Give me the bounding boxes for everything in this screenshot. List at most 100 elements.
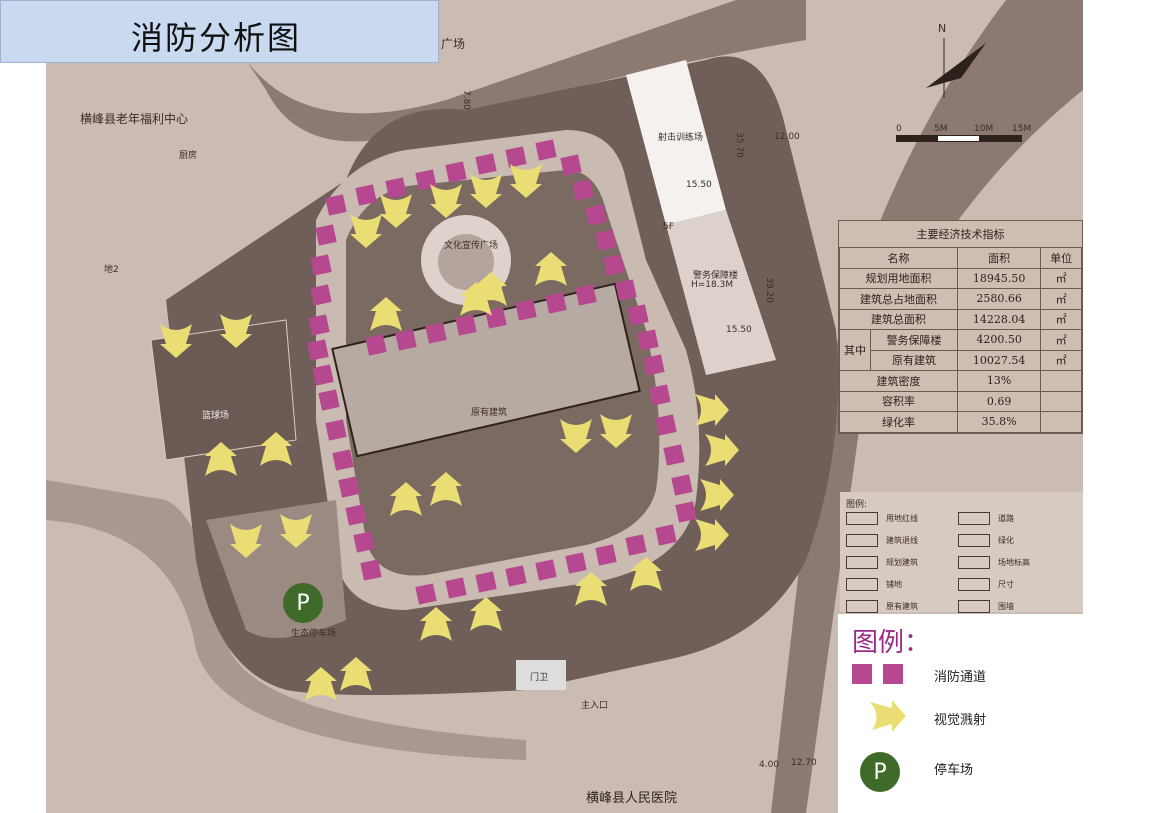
legend-item-label: 用地红线	[886, 514, 918, 523]
fire-lane-square	[425, 322, 447, 344]
shooting-range	[626, 60, 726, 225]
cell-value: 18945.50	[956, 267, 1042, 289]
fire-lane-square	[338, 476, 360, 498]
fire-lane-square	[315, 224, 337, 246]
legend-parking: P	[860, 752, 900, 792]
fire-lane-square	[445, 577, 467, 599]
fire-lane-square	[515, 299, 537, 321]
sight-arrow	[305, 667, 337, 701]
legend-sight-label: 视觉溅射	[934, 713, 987, 728]
legend-item: 围墙	[958, 600, 1014, 613]
header-area: 面积	[956, 247, 1042, 269]
plaza-center	[438, 234, 494, 290]
cell-name: 容积率	[839, 390, 958, 412]
cell-name: 绿化率	[839, 411, 958, 433]
cell-value: 10027.54	[956, 349, 1042, 371]
label-kitchen: 厨房	[179, 151, 198, 161]
drawing-legend-title: 图例:	[846, 500, 868, 510]
dim-5: 15.50	[726, 325, 752, 335]
north-road	[246, 0, 806, 142]
fire-lane-square	[655, 524, 677, 546]
cell-unit: ㎡	[1040, 349, 1082, 371]
sight-arrow	[420, 607, 452, 641]
label-plaza-top: 广场	[441, 37, 466, 51]
legend-item: 用地红线	[846, 512, 918, 525]
fire-lane-square	[345, 504, 367, 526]
legend-item-label: 场地标高	[998, 558, 1030, 567]
cell-value: 35.8%	[956, 411, 1042, 433]
cell-value: 14228.04	[956, 308, 1042, 330]
legend-item-label: 原有建筑	[886, 602, 918, 611]
southwest-road	[46, 480, 526, 760]
fire-lane-square	[572, 179, 594, 201]
fire-lane-square	[312, 364, 334, 386]
fire-lane-square	[395, 329, 417, 351]
sight-arrow	[470, 174, 502, 208]
fire-lane-square	[353, 531, 375, 553]
cell-value: 13%	[956, 370, 1042, 392]
cell-name: 规划用地面积	[839, 267, 958, 289]
cell-unit: ㎡	[1040, 267, 1082, 289]
sight-arrow	[535, 252, 567, 286]
sight-arrow	[560, 419, 592, 453]
cell-name: 建筑密度	[839, 370, 958, 392]
fire-lane-square	[627, 304, 649, 326]
label-hospital: 横峰县人民医院	[586, 791, 678, 806]
sight-arrow	[230, 524, 262, 558]
label-guard: 门卫	[530, 673, 549, 683]
legend-item-label: 尺寸	[998, 580, 1014, 589]
fire-lane-square-icon	[883, 664, 903, 684]
legend-item: 原有建筑	[846, 600, 918, 613]
sight-arrow	[370, 297, 402, 331]
title-banner: 消防分析图	[0, 0, 439, 63]
table-title: 主要经济技术指标	[839, 221, 1082, 248]
swatch-icon	[958, 512, 990, 525]
fire-lane-square	[655, 414, 677, 436]
legend-item: 绿化	[958, 534, 1014, 547]
cell-unit: ㎡	[1040, 308, 1082, 330]
scale-10: 10M	[974, 124, 994, 134]
label-main-entrance: 主入口	[581, 701, 609, 711]
dim-6: 12.00	[774, 132, 800, 142]
sight-arrow	[695, 519, 729, 551]
fire-lane-square	[385, 177, 407, 199]
legend-item: 尺寸	[958, 578, 1014, 591]
legend-item: 道路	[958, 512, 1014, 525]
fire-lane-square	[307, 339, 329, 361]
sight-arrow	[260, 432, 292, 466]
fire-lane-square	[535, 139, 557, 161]
legend-item-label: 绿化	[998, 536, 1014, 545]
legend-item: 铺地	[846, 578, 902, 591]
swatch-icon	[958, 578, 990, 591]
dim-7: 12.70	[791, 758, 817, 768]
legend-item: 场地标高	[958, 556, 1030, 569]
sight-arrow	[340, 657, 372, 691]
fire-lane-square	[663, 444, 685, 466]
dim-1: 7.80	[461, 89, 472, 111]
dim-2: 35.70	[733, 132, 744, 158]
cell-unit	[1040, 370, 1082, 392]
fire-lane-square	[603, 254, 625, 276]
fire-lane-square	[360, 559, 382, 581]
fire-lane-square-icon	[852, 664, 872, 684]
page-title: 消防分析图	[131, 19, 302, 57]
swatch-icon	[958, 556, 990, 569]
sight-arrow	[700, 479, 734, 511]
legend-item-label: 道路	[998, 514, 1014, 523]
sight-arrow-icon	[870, 700, 906, 732]
cell-value: 0.69	[956, 390, 1042, 412]
label-elderly-center: 横峰县老年福利中心	[80, 112, 189, 126]
sight-arrow-group	[160, 164, 739, 701]
sight-arrow	[430, 472, 462, 506]
sight-arrow	[630, 557, 662, 591]
fire-lane-square	[318, 389, 340, 411]
scale-bar	[896, 135, 1022, 142]
swatch-icon	[846, 534, 878, 547]
site-plan-drawing	[46, 0, 1083, 813]
sight-arrow	[205, 442, 237, 476]
existing-building	[331, 282, 641, 458]
